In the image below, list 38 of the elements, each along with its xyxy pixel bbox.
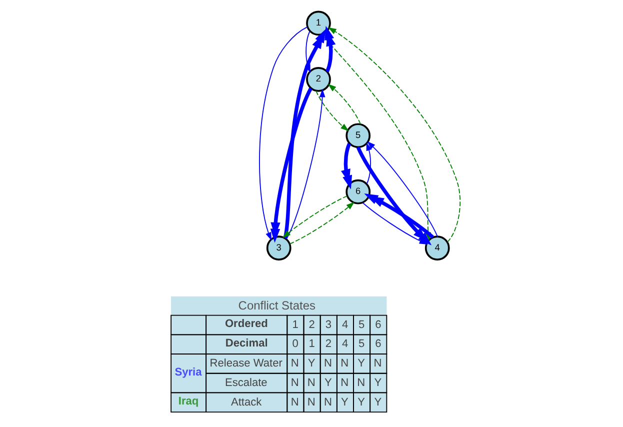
label: N: [373, 358, 382, 370]
label: N: [356, 376, 365, 389]
label: N: [290, 396, 298, 408]
label: N: [324, 396, 332, 408]
label: 4: [341, 338, 348, 350]
label: Release Water: [209, 358, 282, 370]
label: 4: [341, 318, 348, 331]
label: Y: [374, 396, 382, 408]
label: 5: [358, 338, 364, 350]
label: 0: [292, 338, 298, 350]
label: 1: [308, 338, 314, 350]
label: Y: [374, 376, 382, 389]
label: Escalate: [224, 376, 267, 389]
label: N: [340, 376, 348, 389]
label: N: [290, 358, 298, 370]
label: N: [340, 358, 348, 370]
label: 6: [374, 338, 381, 350]
label: Iraq: [178, 395, 198, 408]
label: 3: [324, 318, 332, 331]
label: 6: [374, 318, 381, 331]
label: Y: [307, 358, 315, 370]
label: N: [324, 358, 332, 370]
label: Y: [357, 396, 365, 408]
label: Conflict States: [238, 298, 315, 312]
label: N: [306, 376, 315, 389]
label: N: [290, 376, 298, 389]
label: Y: [324, 376, 332, 389]
label: N: [306, 396, 315, 408]
label: Syria: [174, 366, 202, 378]
label: 2: [324, 338, 332, 350]
label: 5: [358, 318, 364, 331]
label: Ordered: [224, 318, 268, 330]
label: 1: [292, 318, 298, 331]
label: Y: [357, 358, 365, 370]
label: Decimal: [224, 337, 268, 350]
label: Attack: [230, 396, 262, 408]
label: Y: [340, 396, 348, 408]
label: 2: [308, 318, 314, 331]
